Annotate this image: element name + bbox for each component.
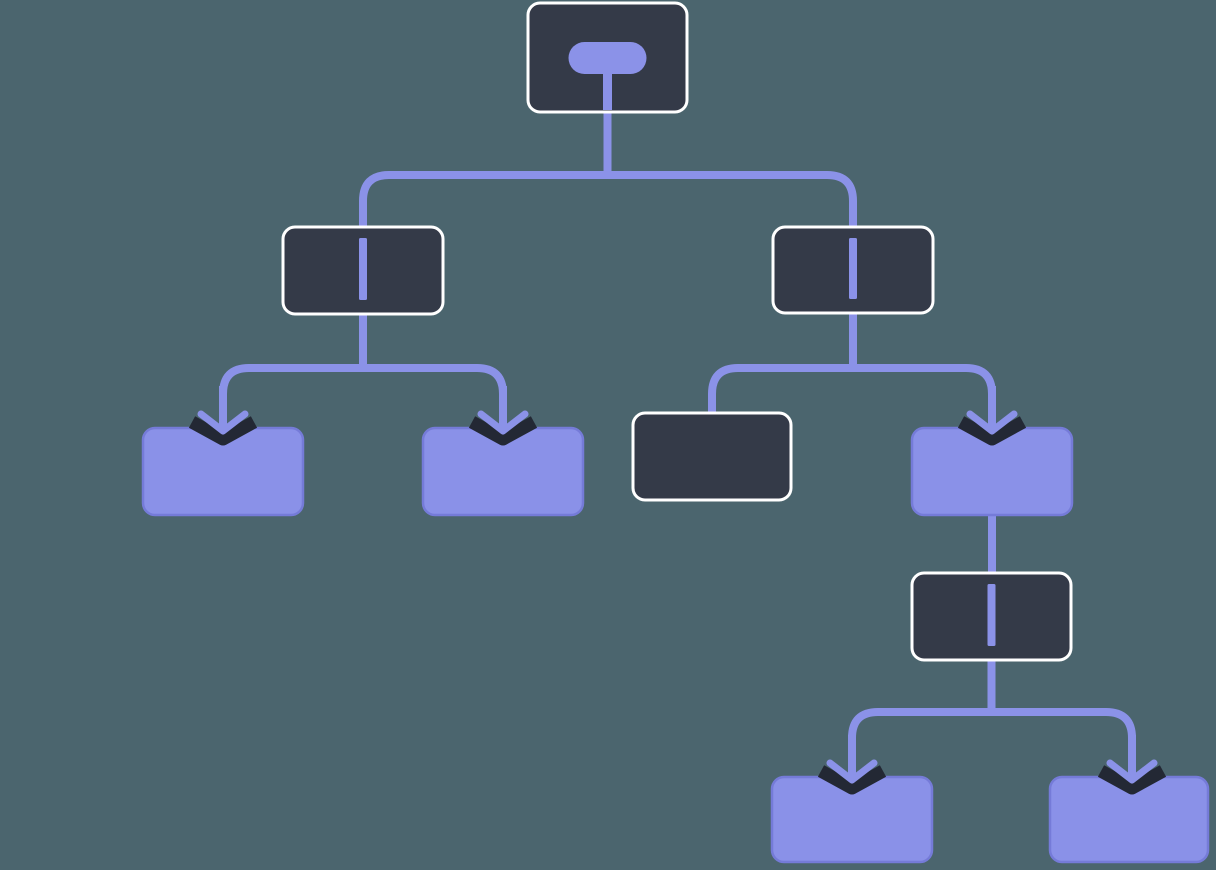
chevron-down-dark-icon bbox=[817, 765, 887, 795]
chevron-down-purple-icon bbox=[197, 410, 249, 435]
node-step-dark[interactable] bbox=[631, 411, 793, 502]
vertical-bar-icon bbox=[849, 238, 857, 299]
chevron-down-purple-icon bbox=[966, 410, 1018, 435]
chevron-down-dark-icon bbox=[468, 416, 538, 446]
chevron-down-purple-icon bbox=[826, 759, 878, 784]
vertical-bar-icon bbox=[987, 584, 996, 646]
chevron-down-dark-icon bbox=[188, 416, 258, 446]
chevron-down-purple-icon bbox=[477, 410, 529, 435]
dark-node-box bbox=[631, 411, 793, 502]
edges-layer bbox=[219, 110, 1136, 778]
node-root[interactable] bbox=[526, 1, 689, 114]
edge-split-left-branches bbox=[219, 364, 507, 429]
node-split-right[interactable] bbox=[771, 225, 935, 315]
chevron-down-dark-icon bbox=[957, 416, 1027, 446]
chevron-down-purple-icon bbox=[1106, 759, 1158, 784]
nodes-layer bbox=[141, 1, 1210, 864]
node-split-bottom[interactable] bbox=[910, 571, 1073, 662]
arrowhead-into-action-left-1 bbox=[188, 386, 258, 446]
arrowheads-layer bbox=[188, 386, 1167, 795]
edge-split-bottom-branches bbox=[848, 708, 1136, 778]
node-split-left[interactable] bbox=[281, 225, 445, 316]
edge-split-right-branches bbox=[708, 364, 996, 429]
pill-stem-icon bbox=[603, 71, 612, 110]
arrowhead-into-action-left-2 bbox=[468, 386, 538, 446]
arrowhead-into-action-right bbox=[957, 386, 1027, 446]
chevron-down-dark-icon bbox=[1097, 765, 1167, 795]
arrowhead-into-action-bottom-1 bbox=[817, 735, 887, 795]
arrowhead-into-action-bottom-2 bbox=[1097, 735, 1167, 795]
vertical-bar-icon bbox=[359, 238, 367, 300]
pill-icon bbox=[568, 42, 647, 74]
edge-root-branches bbox=[359, 171, 857, 228]
